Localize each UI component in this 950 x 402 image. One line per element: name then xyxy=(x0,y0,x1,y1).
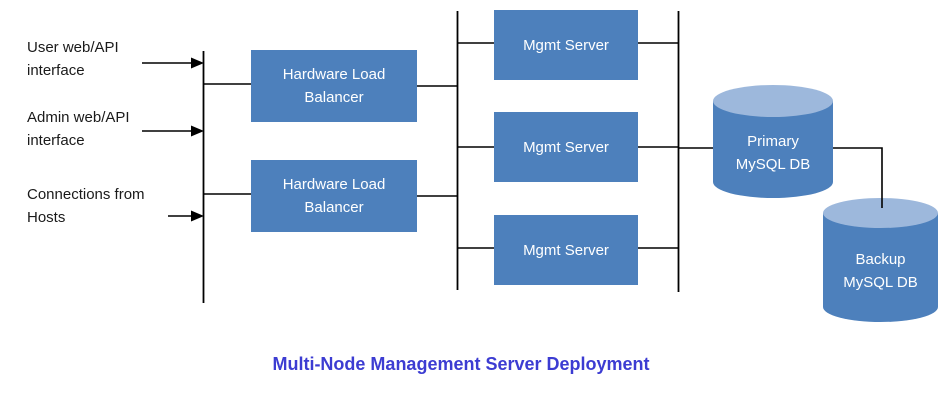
node-hardware-load-balancer-2: Hardware Load Balancer xyxy=(251,160,417,232)
node-hardware-load-balancer-1: Hardware Load Balancer xyxy=(251,50,417,122)
input-label-line: Hosts xyxy=(27,209,66,226)
primary-cylinder-top xyxy=(713,85,833,117)
input-label-admin-interface: Admin web/API interface xyxy=(27,106,130,152)
user-interface-arrow xyxy=(142,57,204,69)
arrowhead-icon xyxy=(191,57,204,69)
input-label-line: interface xyxy=(27,132,85,149)
db-label-line: MySQL DB xyxy=(843,274,918,291)
arrowhead-icon xyxy=(191,210,204,222)
input-label-user-interface: User web/API interface xyxy=(27,36,119,82)
node-label-line: Balancer xyxy=(304,199,364,216)
node-label-line: Hardware Load xyxy=(282,66,386,83)
input-label-line: Admin web/API xyxy=(27,109,130,126)
backup-cylinder-top xyxy=(823,198,938,228)
hosts-connections-arrow xyxy=(168,210,204,222)
node-mgmt-server-3: Mgmt Server xyxy=(494,215,638,285)
admin-interface-arrow xyxy=(142,125,204,137)
arrowhead-icon xyxy=(191,125,204,137)
connector-primary-to-backup-db xyxy=(833,147,883,208)
db-label-line: Backup xyxy=(855,251,906,268)
node-mgmt-server-2: Mgmt Server xyxy=(494,112,638,182)
input-label-line: interface xyxy=(27,62,85,79)
input-label-line: Connections from xyxy=(27,186,145,203)
primary-cylinder-body xyxy=(713,101,833,198)
backup-cylinder-body xyxy=(823,213,938,322)
node-label-line: Mgmt Server xyxy=(523,138,609,156)
db-label-line: MySQL DB xyxy=(735,156,811,173)
primary-mysql-db-cylinder xyxy=(713,85,833,198)
backup-mysql-db-label: Backup MySQL DB xyxy=(823,248,938,294)
input-label-host-connections: Connections from Hosts xyxy=(27,183,145,229)
node-label-line: Hardware Load xyxy=(282,176,386,193)
node-mgmt-server-1: Mgmt Server xyxy=(494,10,638,80)
node-label-line: Mgmt Server xyxy=(523,241,609,259)
db-label-line: Primary xyxy=(747,133,799,150)
input-label-line: User web/API xyxy=(27,39,119,56)
diagram-title: Multi-Node Management Server Deployment xyxy=(272,354,650,374)
primary-mysql-db-label: Primary MySQL DB xyxy=(713,130,833,176)
node-label-line: Balancer xyxy=(304,89,364,106)
backup-mysql-db-cylinder xyxy=(823,198,938,322)
node-label-line: Mgmt Server xyxy=(523,36,609,54)
